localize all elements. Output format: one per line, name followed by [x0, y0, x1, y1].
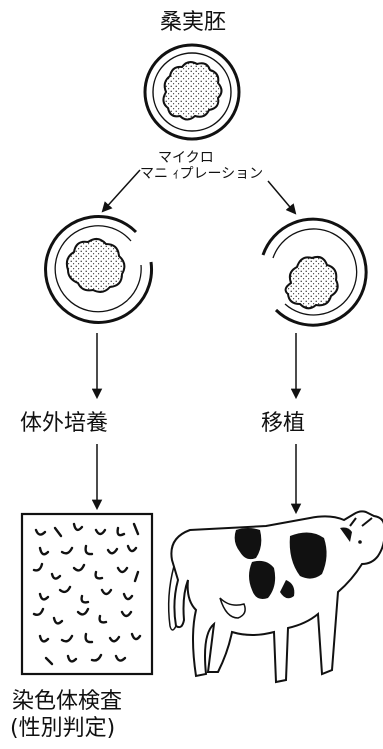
- arrow-down-icon: [268, 181, 295, 213]
- split-embryo-half-icon: [46, 216, 152, 322]
- label-transfer: 移植: [261, 405, 305, 437]
- chromosome-spread-icon: [22, 514, 152, 674]
- morula-embryo-icon: [145, 45, 239, 139]
- cow-icon: [169, 511, 383, 682]
- split-embryo-half-icon: [263, 219, 366, 325]
- title-morula: 桑実胚: [160, 4, 226, 36]
- arrow-down-icon: [103, 170, 140, 211]
- step-label-micromanipulation-line2: マニ ｨプレーション: [140, 163, 263, 183]
- label-in-vitro-culture: 体外培養: [20, 405, 108, 437]
- label-sex-determination: (性別判定): [10, 710, 115, 742]
